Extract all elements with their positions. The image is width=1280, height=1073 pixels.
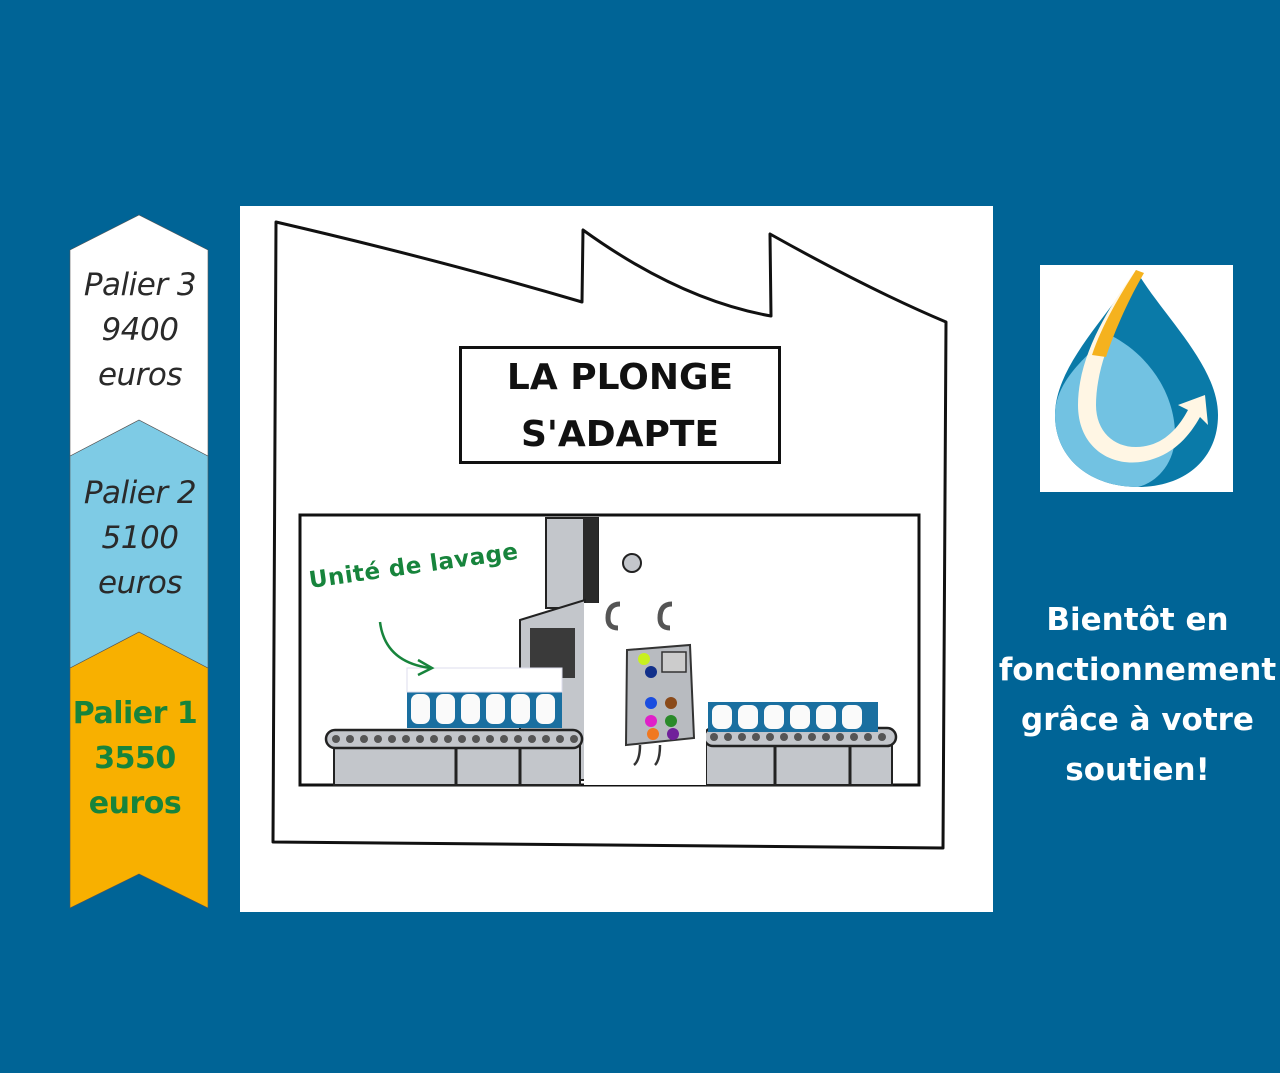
roller-icon bbox=[780, 733, 788, 741]
tier-1-amount: 3550 bbox=[94, 741, 176, 776]
roller-icon bbox=[500, 735, 508, 743]
roller-icon bbox=[472, 735, 480, 743]
hook-icon bbox=[657, 601, 673, 631]
sign-line-2: S'ADAPTE bbox=[520, 414, 720, 455]
roller-icon bbox=[794, 733, 802, 741]
roller-icon bbox=[388, 735, 396, 743]
control-button-light bbox=[647, 728, 659, 740]
tier-2-amount: 5100 bbox=[101, 520, 179, 556]
roller-icon bbox=[458, 735, 466, 743]
control-button-light bbox=[645, 666, 657, 678]
roller-icon bbox=[864, 733, 872, 741]
hook-icon bbox=[605, 601, 621, 631]
control-button-light bbox=[665, 715, 677, 727]
sign-line-1: LA PLONGE bbox=[506, 357, 734, 398]
cup-icon bbox=[738, 705, 758, 729]
control-button-light bbox=[645, 715, 657, 727]
cup-icon bbox=[511, 694, 530, 724]
roller-icon bbox=[570, 735, 578, 743]
left-conveyor-belt bbox=[324, 728, 584, 750]
tier-3-name: Palier 3 bbox=[83, 267, 197, 303]
control-button-light bbox=[665, 697, 677, 709]
tier-2-label: Palier 2 5100 euros bbox=[70, 471, 210, 606]
logo bbox=[1040, 265, 1233, 492]
roller-icon bbox=[360, 735, 368, 743]
cup-icon bbox=[461, 694, 480, 724]
washing-cover bbox=[406, 667, 563, 693]
tier-2-unit: euros bbox=[97, 565, 183, 601]
cup-icon bbox=[536, 694, 555, 724]
roller-icon bbox=[444, 735, 452, 743]
roller-icon bbox=[836, 733, 844, 741]
support-message: Bientôt en fonctionnement grâce à votre … bbox=[990, 595, 1280, 795]
cup-icon bbox=[790, 705, 810, 729]
cup-icon bbox=[842, 705, 862, 729]
tier-1-name: Palier 1 bbox=[72, 696, 198, 731]
message-line: fonctionnement bbox=[998, 652, 1277, 688]
message-line: Bientôt en bbox=[1046, 602, 1229, 638]
roller-icon bbox=[752, 733, 760, 741]
roller-icon bbox=[556, 735, 564, 743]
tier-3-amount: 9400 bbox=[101, 312, 179, 348]
tier-3-unit: euros bbox=[97, 357, 183, 393]
roller-icon bbox=[850, 733, 858, 741]
roller-icon bbox=[724, 733, 732, 741]
cable-icon bbox=[654, 744, 662, 766]
roller-icon bbox=[430, 735, 438, 743]
message-line: grâce à votre bbox=[1021, 702, 1254, 738]
roller-icon bbox=[402, 735, 410, 743]
tier-2-name: Palier 2 bbox=[83, 475, 197, 511]
roller-icon bbox=[766, 733, 774, 741]
control-button-light bbox=[645, 697, 657, 709]
cup-icon bbox=[816, 705, 836, 729]
tier-3-label: Palier 3 9400 euros bbox=[70, 263, 210, 398]
roller-icon bbox=[528, 735, 536, 743]
control-button-light bbox=[667, 728, 679, 740]
factory-outline bbox=[271, 220, 948, 850]
tier-1-unit: euros bbox=[88, 786, 182, 821]
annotation-arrow-icon bbox=[378, 621, 431, 670]
roller-icon bbox=[332, 735, 340, 743]
column-shadow bbox=[583, 518, 598, 608]
water-drop-arrow-icon bbox=[1055, 270, 1218, 487]
cup-icon bbox=[486, 694, 505, 724]
cable-icon bbox=[633, 744, 642, 766]
roller-icon bbox=[738, 733, 746, 741]
roller-icon bbox=[514, 735, 522, 743]
roller-icon bbox=[416, 735, 424, 743]
factory-sign: LA PLONGE S'ADAPTE bbox=[459, 346, 781, 464]
roller-icon bbox=[346, 735, 354, 743]
cup-icon bbox=[436, 694, 455, 724]
roller-icon bbox=[486, 735, 494, 743]
control-button-light bbox=[638, 653, 650, 665]
roller-icon bbox=[374, 735, 382, 743]
cup-icon bbox=[411, 694, 430, 724]
roller-icon bbox=[710, 733, 718, 741]
pulley-icon bbox=[622, 553, 642, 573]
roller-icon bbox=[822, 733, 830, 741]
roller-icon bbox=[808, 733, 816, 741]
tier-3-band bbox=[69, 214, 209, 457]
cup-icon bbox=[764, 705, 784, 729]
cup-icon bbox=[712, 705, 732, 729]
control-screen bbox=[661, 651, 687, 673]
drop-accent bbox=[1092, 270, 1144, 357]
roller-icon bbox=[542, 735, 550, 743]
message-line: soutien! bbox=[1065, 752, 1210, 788]
roller-icon bbox=[878, 733, 886, 741]
tier-1-label: Palier 1 3550 euros bbox=[65, 691, 205, 826]
